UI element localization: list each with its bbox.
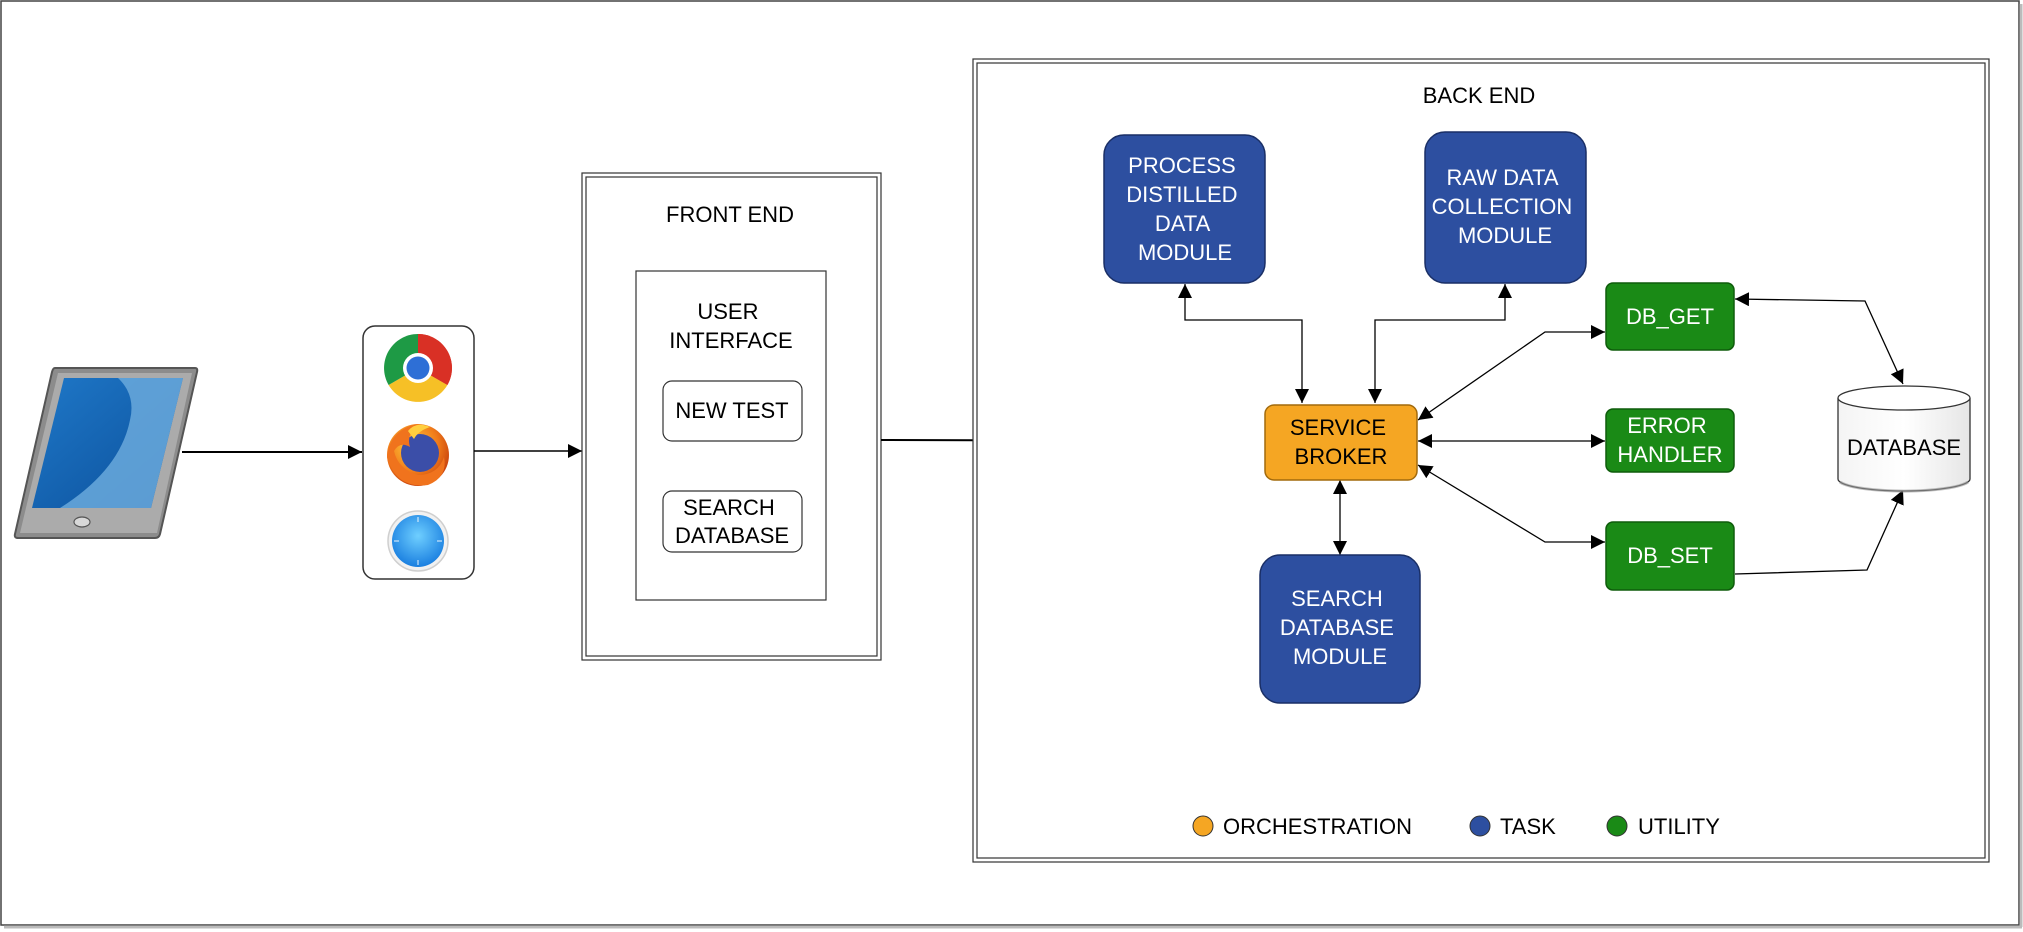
- database-label: DATABASE: [1847, 435, 1961, 460]
- error-handler-line-2: HANDLER: [1617, 442, 1722, 467]
- back-end-connectors: [1178, 284, 1904, 575]
- raw-data-collection-module[interactable]: RAW DATA COLLECTION MODULE: [1424, 131, 1587, 284]
- svg-text:ERROR HANDLER: ERROR HANDLER: [1617, 413, 1722, 467]
- error-handler-line-1: ERROR: [1627, 413, 1706, 438]
- search-module-line-1: SEARCH: [1291, 586, 1383, 611]
- legend: ORCHESTRATION TASK UTILITY: [1192, 814, 1720, 839]
- search-database-label-1: SEARCH: [683, 495, 775, 520]
- svg-text:SEARCH DATABASE MO: SEARCH DATABASE MODULE: [1280, 586, 1400, 669]
- raw-data-module-line-2: COLLECTION: [1432, 194, 1573, 219]
- process-module-line-4: MODULE: [1138, 240, 1232, 265]
- raw-data-module-line-1: RAW DATA: [1447, 165, 1559, 190]
- database-cylinder: DATABASE: [1837, 385, 1971, 493]
- firefox-icon: [387, 424, 449, 486]
- search-database-label-2: DATABASE: [675, 523, 789, 548]
- chrome-icon: [384, 334, 452, 402]
- legend-label-orchestration: ORCHESTRATION: [1223, 814, 1412, 839]
- legend-dot-orchestration: [1192, 815, 1214, 837]
- search-database-module[interactable]: SEARCH DATABASE MODULE: [1259, 554, 1421, 704]
- db-set-label: DB_SET: [1627, 543, 1713, 568]
- tablet-icon: [13, 367, 199, 539]
- error-handler-utility[interactable]: ERROR HANDLER: [1605, 408, 1735, 473]
- service-broker-line-2: BROKER: [1295, 444, 1388, 469]
- process-module-line-2: DISTILLED: [1126, 182, 1237, 207]
- user-interface-label-1: USER: [697, 299, 758, 324]
- user-interface-label-2: INTERFACE: [669, 328, 792, 353]
- search-module-line-3: MODULE: [1293, 644, 1387, 669]
- back-end-title: BACK END: [1423, 83, 1535, 108]
- process-module-line-1: PROCESS: [1128, 153, 1236, 178]
- front-end-panel: FRONT END USER INTERFACE NEW TEST SEARCH…: [581, 172, 882, 661]
- svg-text:RAW DATA COLLECTION: RAW DATA COLLECTION MODULE: [1432, 165, 1579, 248]
- db-get-utility[interactable]: DB_GET: [1605, 282, 1735, 351]
- svg-text:USER INTERFACE: USER INTERFACE: [669, 299, 792, 353]
- service-broker[interactable]: SERVICE BROKER: [1264, 404, 1418, 481]
- new-test-button[interactable]: [662, 380, 803, 442]
- service-broker-line-1: SERVICE: [1290, 415, 1386, 440]
- new-test-label: NEW TEST: [675, 398, 788, 423]
- process-distilled-data-module[interactable]: PROCESS DISTILLED DATA MODULE: [1103, 134, 1266, 284]
- svg-text:SEARCH DATABASE: SEARCH DATABASE: [675, 495, 789, 548]
- raw-data-module-line-3: MODULE: [1458, 223, 1552, 248]
- svg-text:SERVICE BROKER: SERVICE BROKER: [1290, 415, 1392, 469]
- legend-dot-utility: [1606, 815, 1628, 837]
- front-end-title: FRONT END: [666, 202, 794, 227]
- browser-group: [362, 325, 475, 580]
- db-set-utility[interactable]: DB_SET: [1605, 521, 1735, 591]
- legend-label-utility: UTILITY: [1638, 814, 1720, 839]
- process-module-line-3: DATA: [1155, 211, 1211, 236]
- legend-dot-task: [1469, 815, 1491, 837]
- svg-text:PROCESS DISTILLED: PROCESS DISTILLED DATA MODULE: [1126, 153, 1243, 265]
- search-database-button[interactable]: [662, 490, 803, 553]
- db-get-label: DB_GET: [1626, 304, 1714, 329]
- legend-label-task: TASK: [1500, 814, 1556, 839]
- search-module-line-2: DATABASE: [1280, 615, 1394, 640]
- safari-icon: [387, 510, 449, 572]
